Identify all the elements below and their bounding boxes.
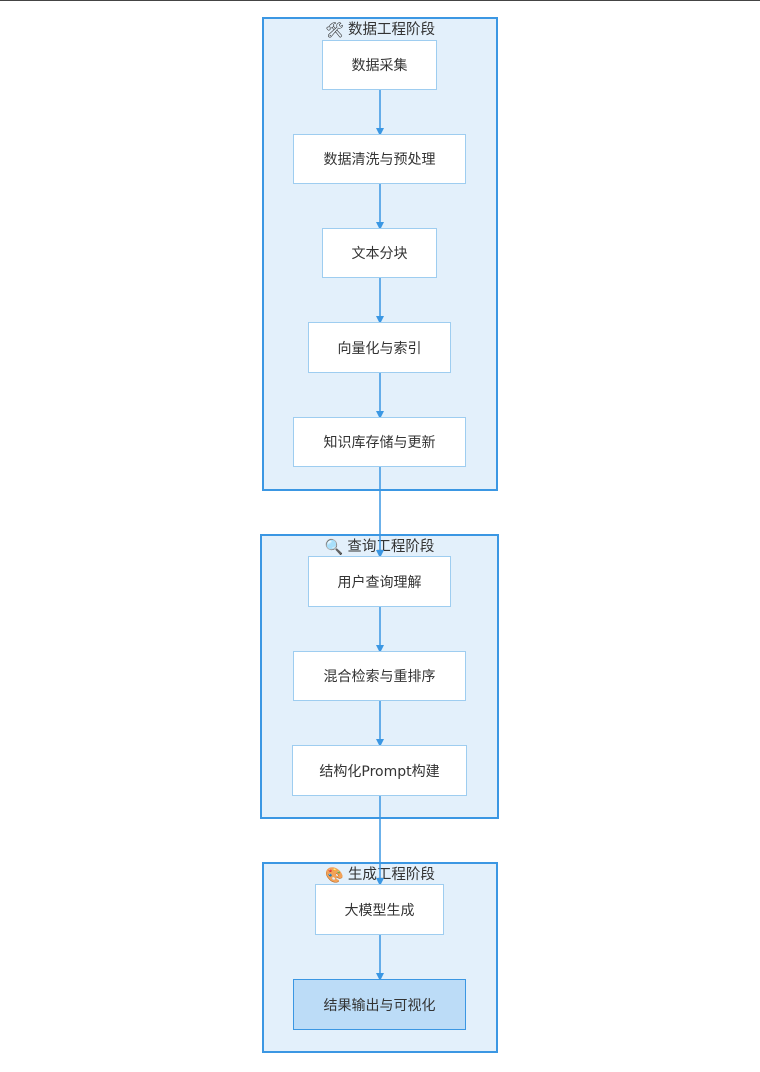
node-llm-generation: 大模型生成 [315,884,444,935]
node-knowledge-base-storage: 知识库存储与更新 [293,417,466,467]
node-data-collection: 数据采集 [322,40,437,90]
tools-icon: 🛠 [324,21,345,39]
node-vectorization-indexing: 向量化与索引 [308,322,451,373]
top-rule [0,0,760,1]
node-structured-prompt: 结构化Prompt构建 [292,745,467,796]
magnifier-icon: 🔍 [324,538,344,556]
node-text-chunking: 文本分块 [322,228,437,278]
node-hybrid-retrieval-rerank: 混合检索与重排序 [293,651,466,701]
node-output-visualization: 结果输出与可视化 [293,979,466,1030]
node-data-cleaning: 数据清洗与预处理 [293,134,466,184]
palette-icon: 🎨 [325,866,344,884]
stage-title: 🔍查询工程阶段 [324,538,435,556]
node-query-understanding: 用户查询理解 [308,556,451,607]
stage-title: 🛠数据工程阶段 [324,21,436,39]
stage-title: 🎨生成工程阶段 [325,866,435,884]
